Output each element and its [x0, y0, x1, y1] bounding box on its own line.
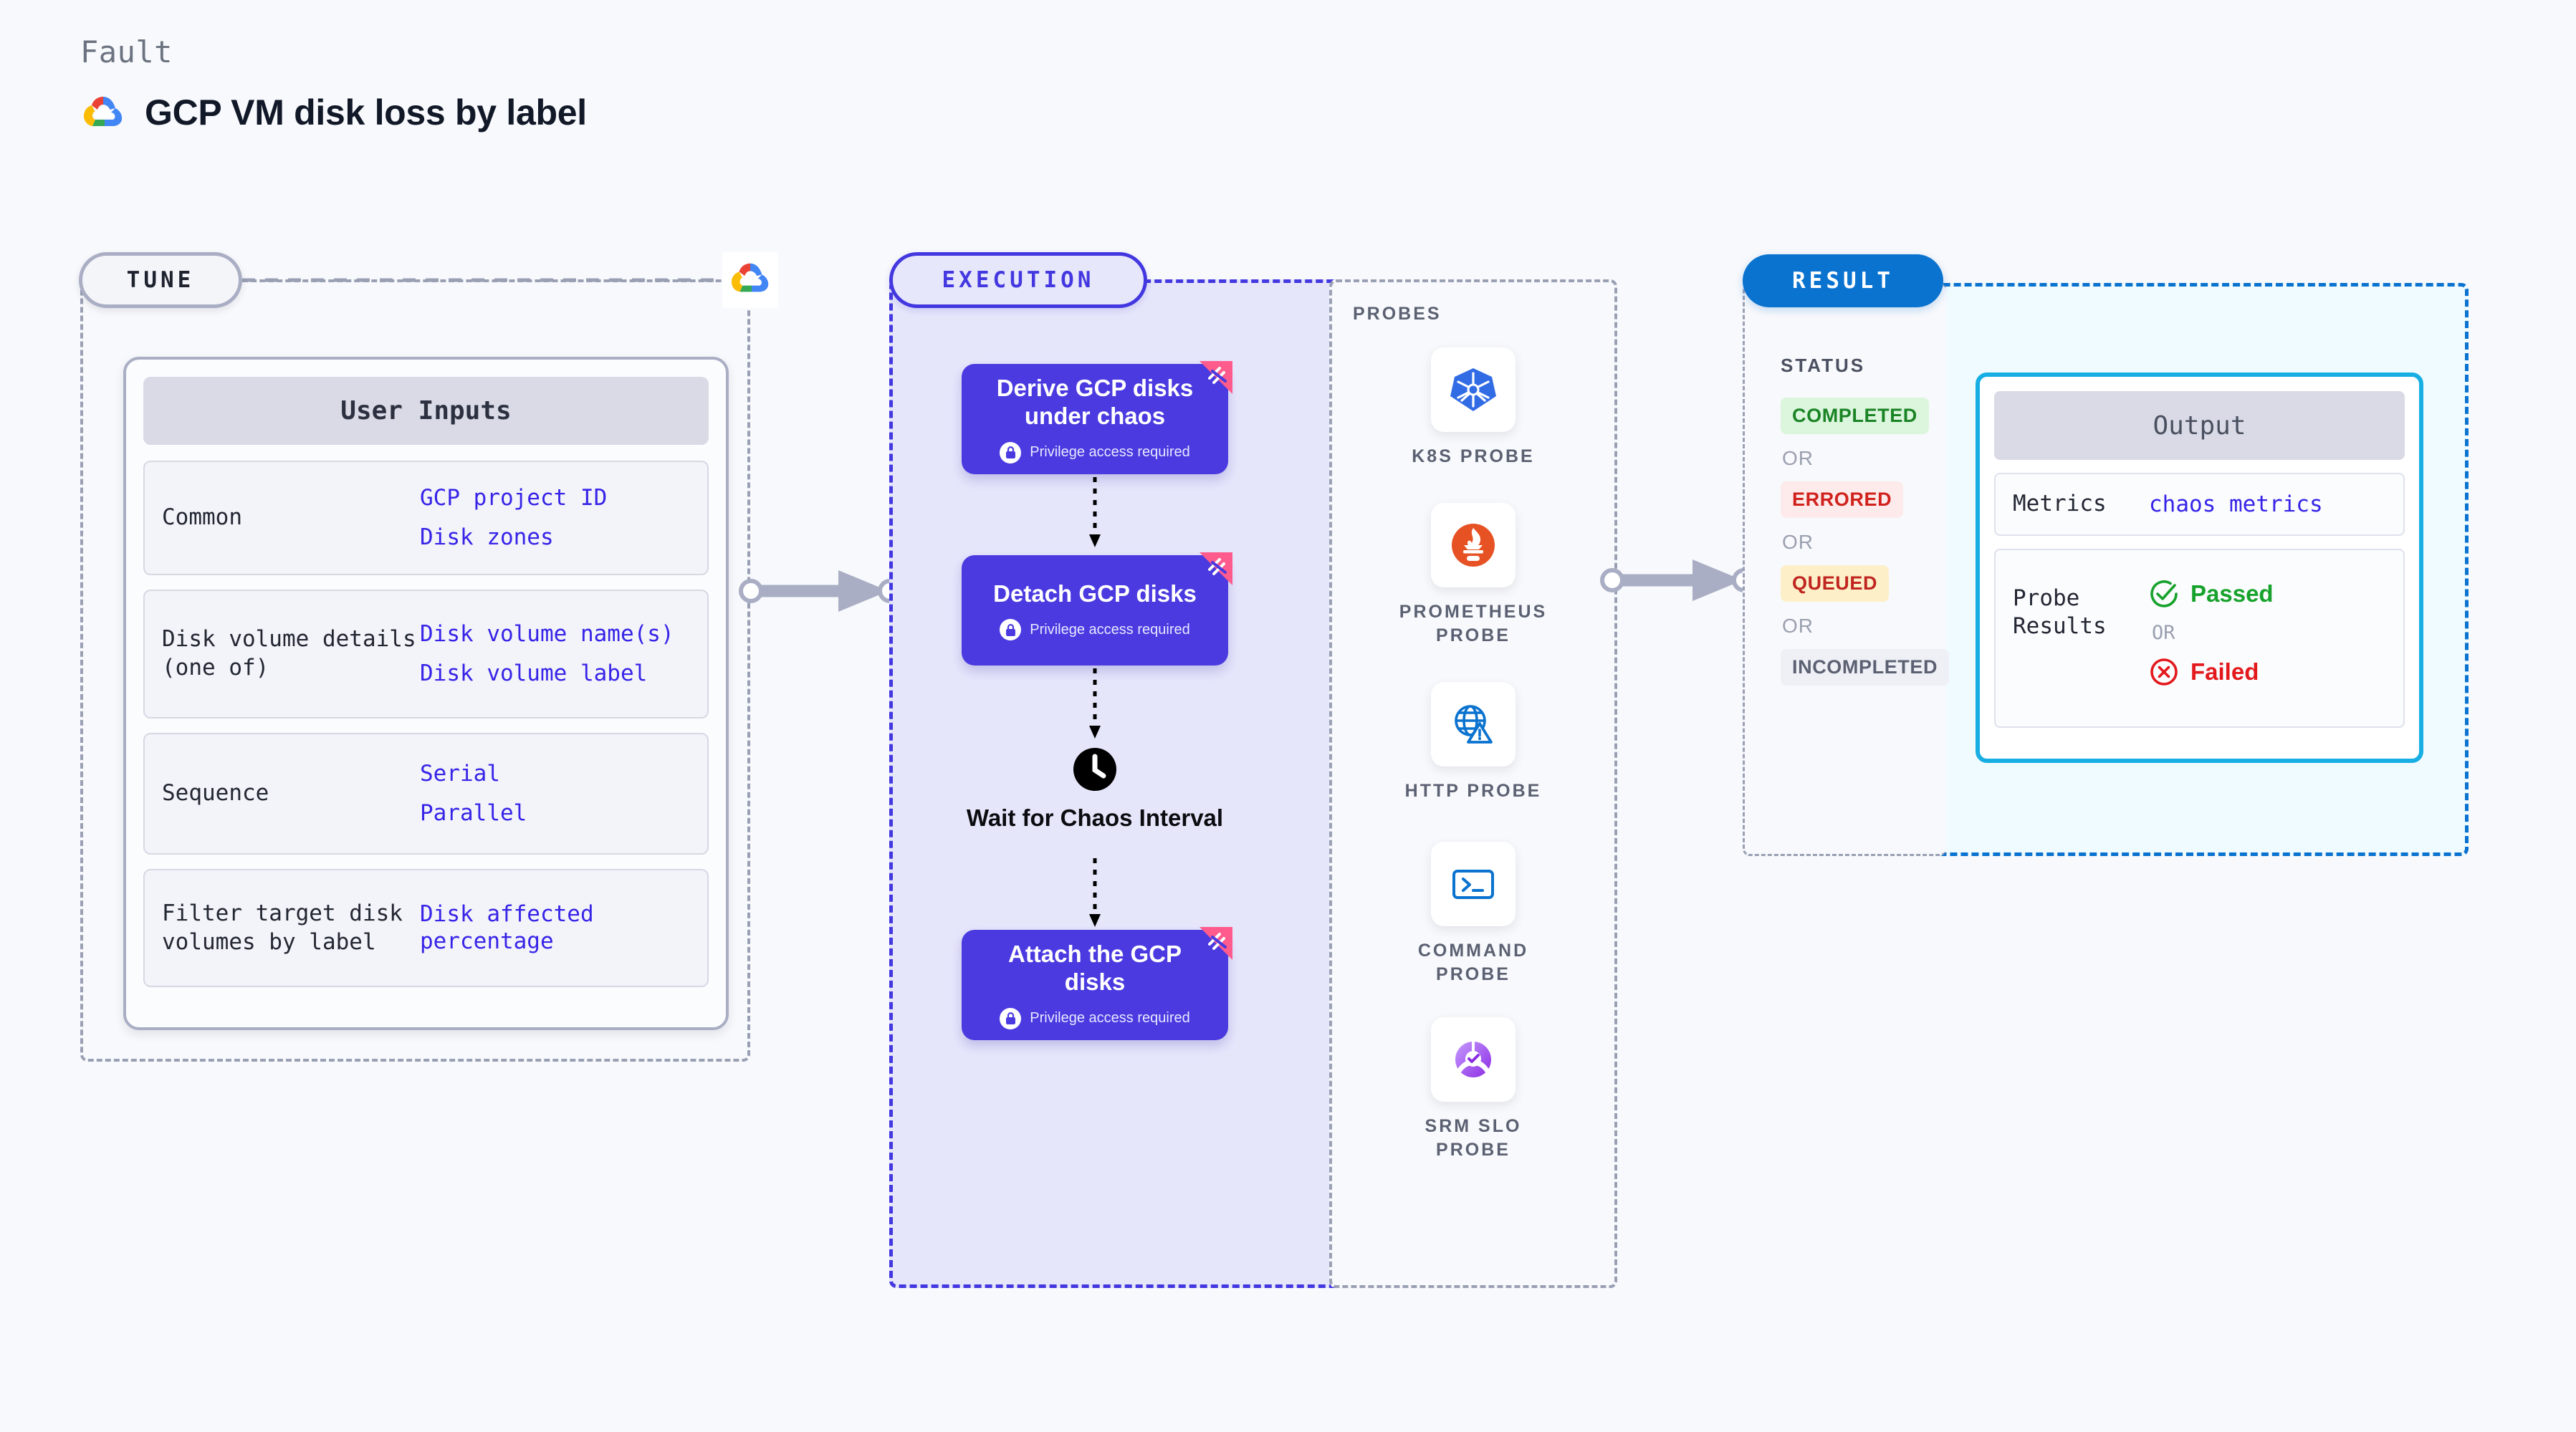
privilege-note-text: Privilege access required	[1030, 1010, 1190, 1027]
flow-node-title: Derive GCP disks under chaos	[996, 375, 1194, 429]
harness-ribbon-icon	[1200, 361, 1232, 394]
probe-item-http[interactable]: HTTP PROBE	[1387, 682, 1559, 803]
probe-item-command[interactable]: COMMAND PROBE	[1387, 842, 1559, 986]
connector-tune-to-execution	[739, 570, 902, 612]
probes-panel-boundary	[1329, 279, 1617, 1288]
page-title: GCP VM disk loss by label	[145, 92, 587, 133]
output-row-key: Metrics	[2013, 491, 2107, 516]
status-badge-errored[interactable]: ERRORED	[1781, 481, 1904, 518]
result-panel-label[interactable]: RESULT	[1743, 254, 1943, 307]
output-metrics-link[interactable]: chaos metrics	[2149, 491, 2323, 517]
input-value[interactable]: Parallel	[420, 800, 527, 826]
input-row-key: Disk volume details (one of)	[162, 626, 416, 681]
execution-flow: Derive GCP disks under chaos Privilege a…	[889, 279, 1329, 1288]
probe-item-srm-slo[interactable]: SRM SLO PROBE	[1387, 1017, 1559, 1161]
probe-result-label: Passed	[2190, 580, 2274, 607]
tune-provider-badge	[722, 252, 778, 308]
page-kicker: Fault	[80, 34, 173, 69]
output-row-metrics[interactable]: Metrics chaos metrics	[1994, 473, 2405, 536]
input-row-common[interactable]: Common GCP project ID Disk zones	[143, 461, 709, 575]
gcp-cloud-logo-icon	[728, 259, 772, 302]
flow-node-privilege-note: Privilege access required	[1000, 441, 1190, 463]
input-value[interactable]: GCP project ID	[420, 484, 608, 511]
output-title: Output	[1994, 391, 2405, 460]
flow-node-attach-disks[interactable]: Attach the GCP disks Privilege access re…	[962, 927, 1232, 1040]
prometheus-icon	[1431, 503, 1516, 587]
status-or-label: OR	[1782, 447, 1814, 469]
input-value[interactable]: Disk affected percentage	[420, 901, 594, 954]
flow-node-privilege-note: Privilege access required	[1000, 619, 1190, 641]
input-row-key: Sequence	[162, 780, 269, 807]
lock-icon	[1000, 619, 1022, 641]
input-row-filter-target[interactable]: Filter target disk volumes by label Disk…	[143, 869, 709, 987]
clock-icon	[1073, 748, 1116, 791]
probe-result-or-label: OR	[2152, 621, 2175, 644]
flow-node-privilege-note: Privilege access required	[1000, 1007, 1190, 1029]
gcp-cloud-logo-icon	[80, 92, 126, 133]
probe-label: K8S PROBE	[1412, 446, 1535, 466]
input-value[interactable]: Disk volume label	[420, 660, 648, 686]
execution-panel-label[interactable]: EXECUTION	[889, 252, 1147, 308]
status-or-label: OR	[1782, 531, 1814, 553]
check-circle-icon	[2150, 580, 2178, 607]
probes-title: PROBES	[1353, 304, 1442, 324]
flow-node-title: Attach the GCP disks	[1007, 941, 1182, 995]
kubernetes-icon	[1431, 347, 1516, 432]
harness-ribbon-icon	[1200, 927, 1232, 960]
status-title: STATUS	[1781, 355, 1866, 376]
flow-arrow-3	[1089, 858, 1101, 927]
tune-panel-label[interactable]: TUNE	[79, 252, 242, 308]
flow-node-title: Detach GCP disks	[993, 580, 1197, 607]
input-value[interactable]: Disk volume name(s)	[420, 620, 674, 647]
privilege-note-text: Privilege access required	[1030, 444, 1190, 461]
input-row-values: GCP project ID Disk zones	[420, 485, 607, 551]
status-list: COMPLETED OR ERRORED OR QUEUED OR INCOMP…	[1781, 398, 1950, 686]
flow-node-wait-for-chaos-interval[interactable]: Wait for Chaos Interval	[962, 746, 1228, 832]
probe-result-failed: Failed	[2149, 657, 2274, 687]
srm-slo-icon	[1431, 1017, 1516, 1102]
flow-node-title: Wait for Chaos Interval	[966, 804, 1224, 831]
output-row-key: Probe Results	[2013, 585, 2107, 640]
input-row-key: Filter target disk volumes by label	[162, 900, 403, 955]
http-globe-warning-icon	[1431, 682, 1516, 767]
probe-item-prometheus[interactable]: PROMETHEUS PROBE	[1387, 503, 1559, 647]
flow-node-derive-disks[interactable]: Derive GCP disks under chaos Privilege a…	[962, 361, 1232, 474]
flow-node-detach-disks[interactable]: Detach GCP disks Privilege access requir…	[962, 552, 1232, 665]
x-circle-icon	[2150, 658, 2178, 686]
input-row-disk-volume-details[interactable]: Disk volume details (one of) Disk volume…	[143, 590, 709, 719]
probe-result-passed: Passed	[2149, 579, 2274, 609]
input-row-sequence[interactable]: Sequence Serial Parallel	[143, 733, 709, 855]
lock-icon	[1000, 1007, 1022, 1029]
input-row-key: Common	[162, 504, 242, 531]
status-or-label: OR	[1782, 615, 1814, 637]
probe-label: COMMAND PROBE	[1417, 941, 1529, 984]
terminal-icon	[1431, 842, 1516, 926]
lock-icon	[1000, 441, 1022, 463]
status-badge-queued[interactable]: QUEUED	[1781, 565, 1890, 602]
status-badge-incompleted[interactable]: INCOMPLETED	[1781, 649, 1950, 686]
connector-execution-to-result	[1600, 559, 1756, 601]
tune-dashed-connector	[242, 278, 724, 282]
output-row-probe-results[interactable]: Probe Results Passed OR Failed	[1994, 548, 2405, 728]
probe-result-label: Failed	[2190, 658, 2259, 685]
input-row-values: Disk volume name(s) Disk volume label	[420, 621, 674, 687]
input-row-values: Disk affected percentage	[420, 901, 690, 954]
probe-item-k8s[interactable]: K8S PROBE	[1387, 347, 1559, 468]
page-title-row: GCP VM disk loss by label	[80, 92, 587, 133]
probe-label: SRM SLO PROBE	[1425, 1116, 1522, 1160]
status-badge-completed[interactable]: COMPLETED	[1781, 398, 1929, 434]
harness-ribbon-icon	[1200, 552, 1232, 585]
flow-arrow-2	[1089, 668, 1101, 739]
probe-label: PROMETHEUS PROBE	[1399, 602, 1548, 645]
flow-arrow-1	[1089, 477, 1101, 547]
probe-result-values: Passed OR Failed	[2149, 566, 2274, 687]
input-value[interactable]: Serial	[420, 760, 500, 787]
output-card: Output Metrics chaos metrics Probe Resul…	[1976, 373, 2423, 763]
input-value[interactable]: Disk zones	[420, 524, 554, 550]
privilege-note-text: Privilege access required	[1030, 621, 1190, 638]
input-row-values: Serial Parallel	[420, 761, 527, 827]
user-inputs-title: User Inputs	[143, 377, 709, 445]
user-inputs-card: User Inputs Common GCP project ID Disk z…	[123, 357, 729, 1030]
probe-label: HTTP PROBE	[1404, 781, 1542, 801]
